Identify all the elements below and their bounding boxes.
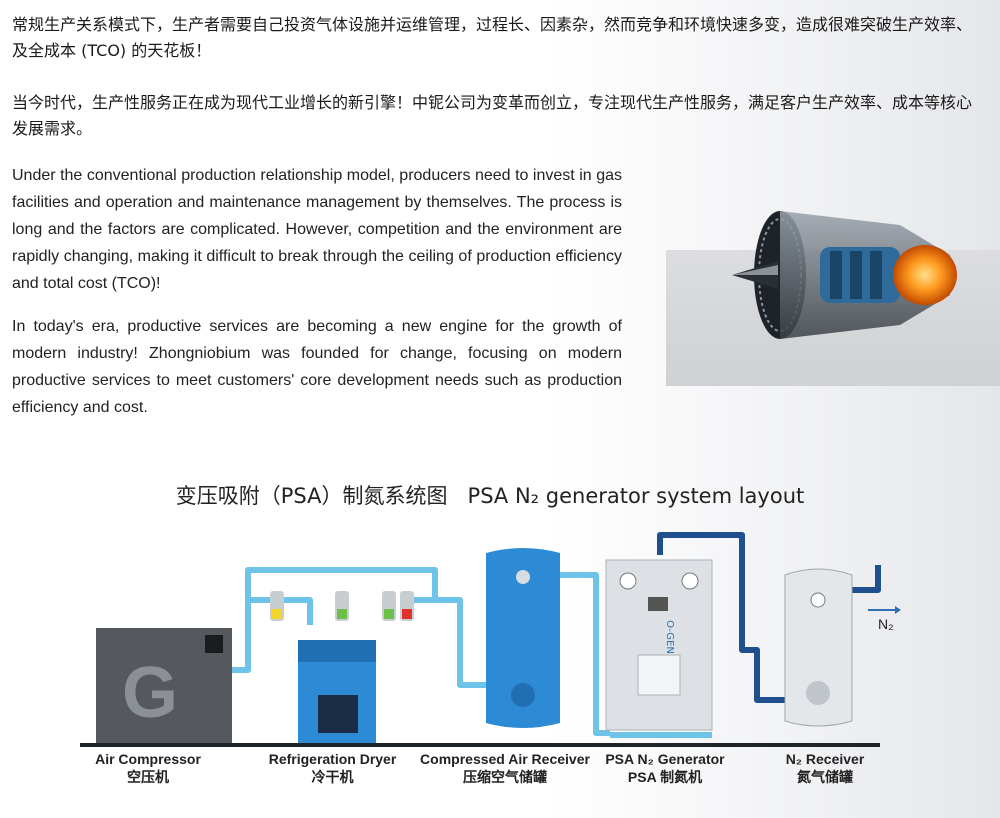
generator-brand: O-GEN xyxy=(664,620,675,654)
engine-combustion xyxy=(893,245,957,305)
engine-core xyxy=(820,247,900,303)
intro-paragraph-zh-1: 常规生产关系模式下，生产者需要自己投资气体设施并运维管理，过程长、因素杂，然而竞… xyxy=(12,15,973,60)
label-compressed-air-receiver: Compressed Air Receiver 压缩空气储罐 xyxy=(420,751,590,785)
filter-units xyxy=(270,591,414,621)
label-psa-n2-generator: PSA N₂ Generator PSA 制氮机 xyxy=(605,751,725,785)
ground-bar xyxy=(80,743,880,747)
psa-system-diagram: G O-GEN N₂ xyxy=(80,532,901,747)
label-refrigeration-dryer: Refrigeration Dryer 冷干机 xyxy=(268,751,397,785)
nitrogen-pipes xyxy=(657,532,881,703)
diagram-title-en: PSA N₂ generator system layout xyxy=(467,484,805,508)
n2-receiver xyxy=(784,568,853,727)
air-compressor: G xyxy=(96,628,232,743)
jet-engine-illustration xyxy=(732,211,957,339)
n2-outlet: N₂ xyxy=(868,606,901,632)
n2-outlet-label: N₂ xyxy=(878,616,894,632)
diagram-title-zh: 变压吸附（PSA）制氮系统图 xyxy=(175,484,448,508)
intro-paragraph-en-2: In today's era, productive services are … xyxy=(12,318,622,416)
label-air-compressor: Air Compressor 空压机 xyxy=(95,751,201,785)
diagram-title: 变压吸附（PSA）制氮系统图 PSA N₂ generator system l… xyxy=(0,480,980,510)
intro-paragraph-en-1: Under the conventional production relati… xyxy=(12,167,622,292)
compressor-logo: G xyxy=(122,653,178,733)
intro-paragraph-zh-2: 当今时代，生产性服务正在成为现代工业增长的新引擎！中铌公司为变革而创立，专注现代… xyxy=(12,93,973,138)
compressed-air-receiver xyxy=(486,548,560,728)
refrigeration-dryer xyxy=(298,640,376,743)
psa-n2-generator: O-GEN xyxy=(605,559,713,731)
label-n2-receiver: N₂ Receiver 氮气储罐 xyxy=(785,751,865,785)
